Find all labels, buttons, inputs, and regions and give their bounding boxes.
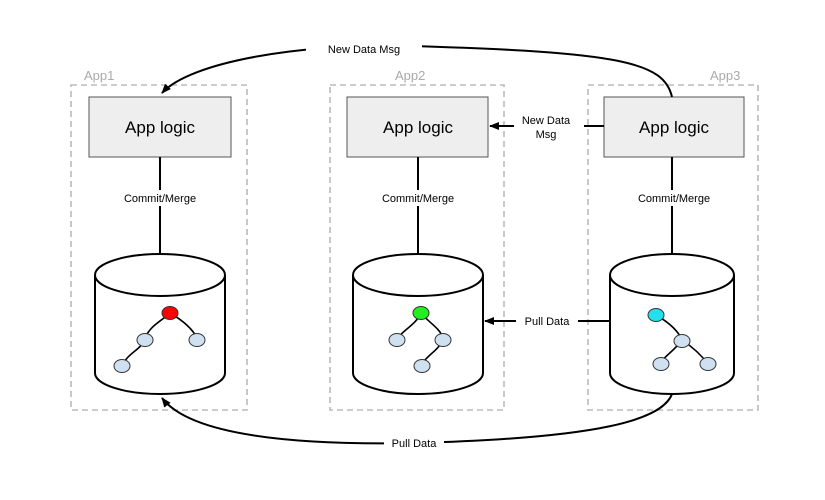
app2-tree-node bbox=[434, 333, 452, 347]
middle-pull-label-bg bbox=[516, 313, 578, 328]
app1-commit-label: Commit/Merge bbox=[124, 193, 196, 205]
bottom-pull-label: Pull Data bbox=[392, 438, 438, 450]
app3-tree-node bbox=[673, 334, 691, 348]
middle-pull-label: Pull Data bbox=[525, 316, 571, 328]
app1-tree-node bbox=[113, 359, 131, 373]
app3-logic-label: App logic bbox=[639, 118, 709, 137]
app2-frame bbox=[329, 84, 505, 411]
app1-tree-node bbox=[136, 333, 154, 347]
app2-database[interactable] bbox=[352, 253, 484, 395]
app2-commit-label: Commit/Merge bbox=[382, 193, 454, 205]
app3-commit-label: Commit/Merge bbox=[638, 193, 710, 205]
app3-head-node bbox=[647, 308, 665, 322]
top-msg-label-bg bbox=[306, 42, 422, 57]
app2-commit-tree bbox=[388, 306, 452, 373]
app2-label: App2 bbox=[395, 68, 425, 83]
bottom-pull-label-bg bbox=[384, 436, 444, 451]
app1-label: App1 bbox=[84, 68, 114, 83]
pull-data-bottom-arrow bbox=[161, 393, 673, 445]
app1-database[interactable] bbox=[94, 253, 226, 395]
app1-head-node bbox=[161, 306, 179, 320]
app2-logic-label: App logic bbox=[383, 118, 453, 137]
app3-tree-node bbox=[699, 357, 717, 371]
app3-frame bbox=[587, 84, 759, 411]
app1-commit-label-bg bbox=[104, 190, 216, 206]
app3-database[interactable] bbox=[609, 253, 735, 395]
app3-tree-node bbox=[652, 357, 670, 371]
app3-commit-label-bg bbox=[617, 190, 729, 206]
app2-db-top bbox=[352, 253, 484, 297]
middle-msg-label-line2: Msg bbox=[536, 129, 557, 141]
middle-msg-label-line1: New Data bbox=[522, 115, 571, 127]
app1-logic-box[interactable] bbox=[88, 96, 232, 158]
app1-logic-label: App logic bbox=[125, 118, 195, 137]
app2-head-node bbox=[412, 306, 430, 320]
app2-tree-node bbox=[388, 333, 406, 347]
app2-db-body bbox=[352, 275, 484, 395]
middle-msg-label-bg bbox=[514, 112, 584, 142]
app2-commit-label-bg bbox=[362, 190, 474, 206]
app2-tree-node bbox=[413, 359, 431, 373]
app3-db-top bbox=[609, 253, 735, 297]
app1-db-top bbox=[94, 253, 226, 297]
top-msg-label: New Data Msg bbox=[328, 44, 400, 56]
app3-label: App3 bbox=[710, 68, 740, 83]
app1-commit-tree bbox=[113, 306, 206, 373]
app3-commit-tree bbox=[647, 308, 717, 371]
app1-tree-node bbox=[188, 333, 206, 347]
